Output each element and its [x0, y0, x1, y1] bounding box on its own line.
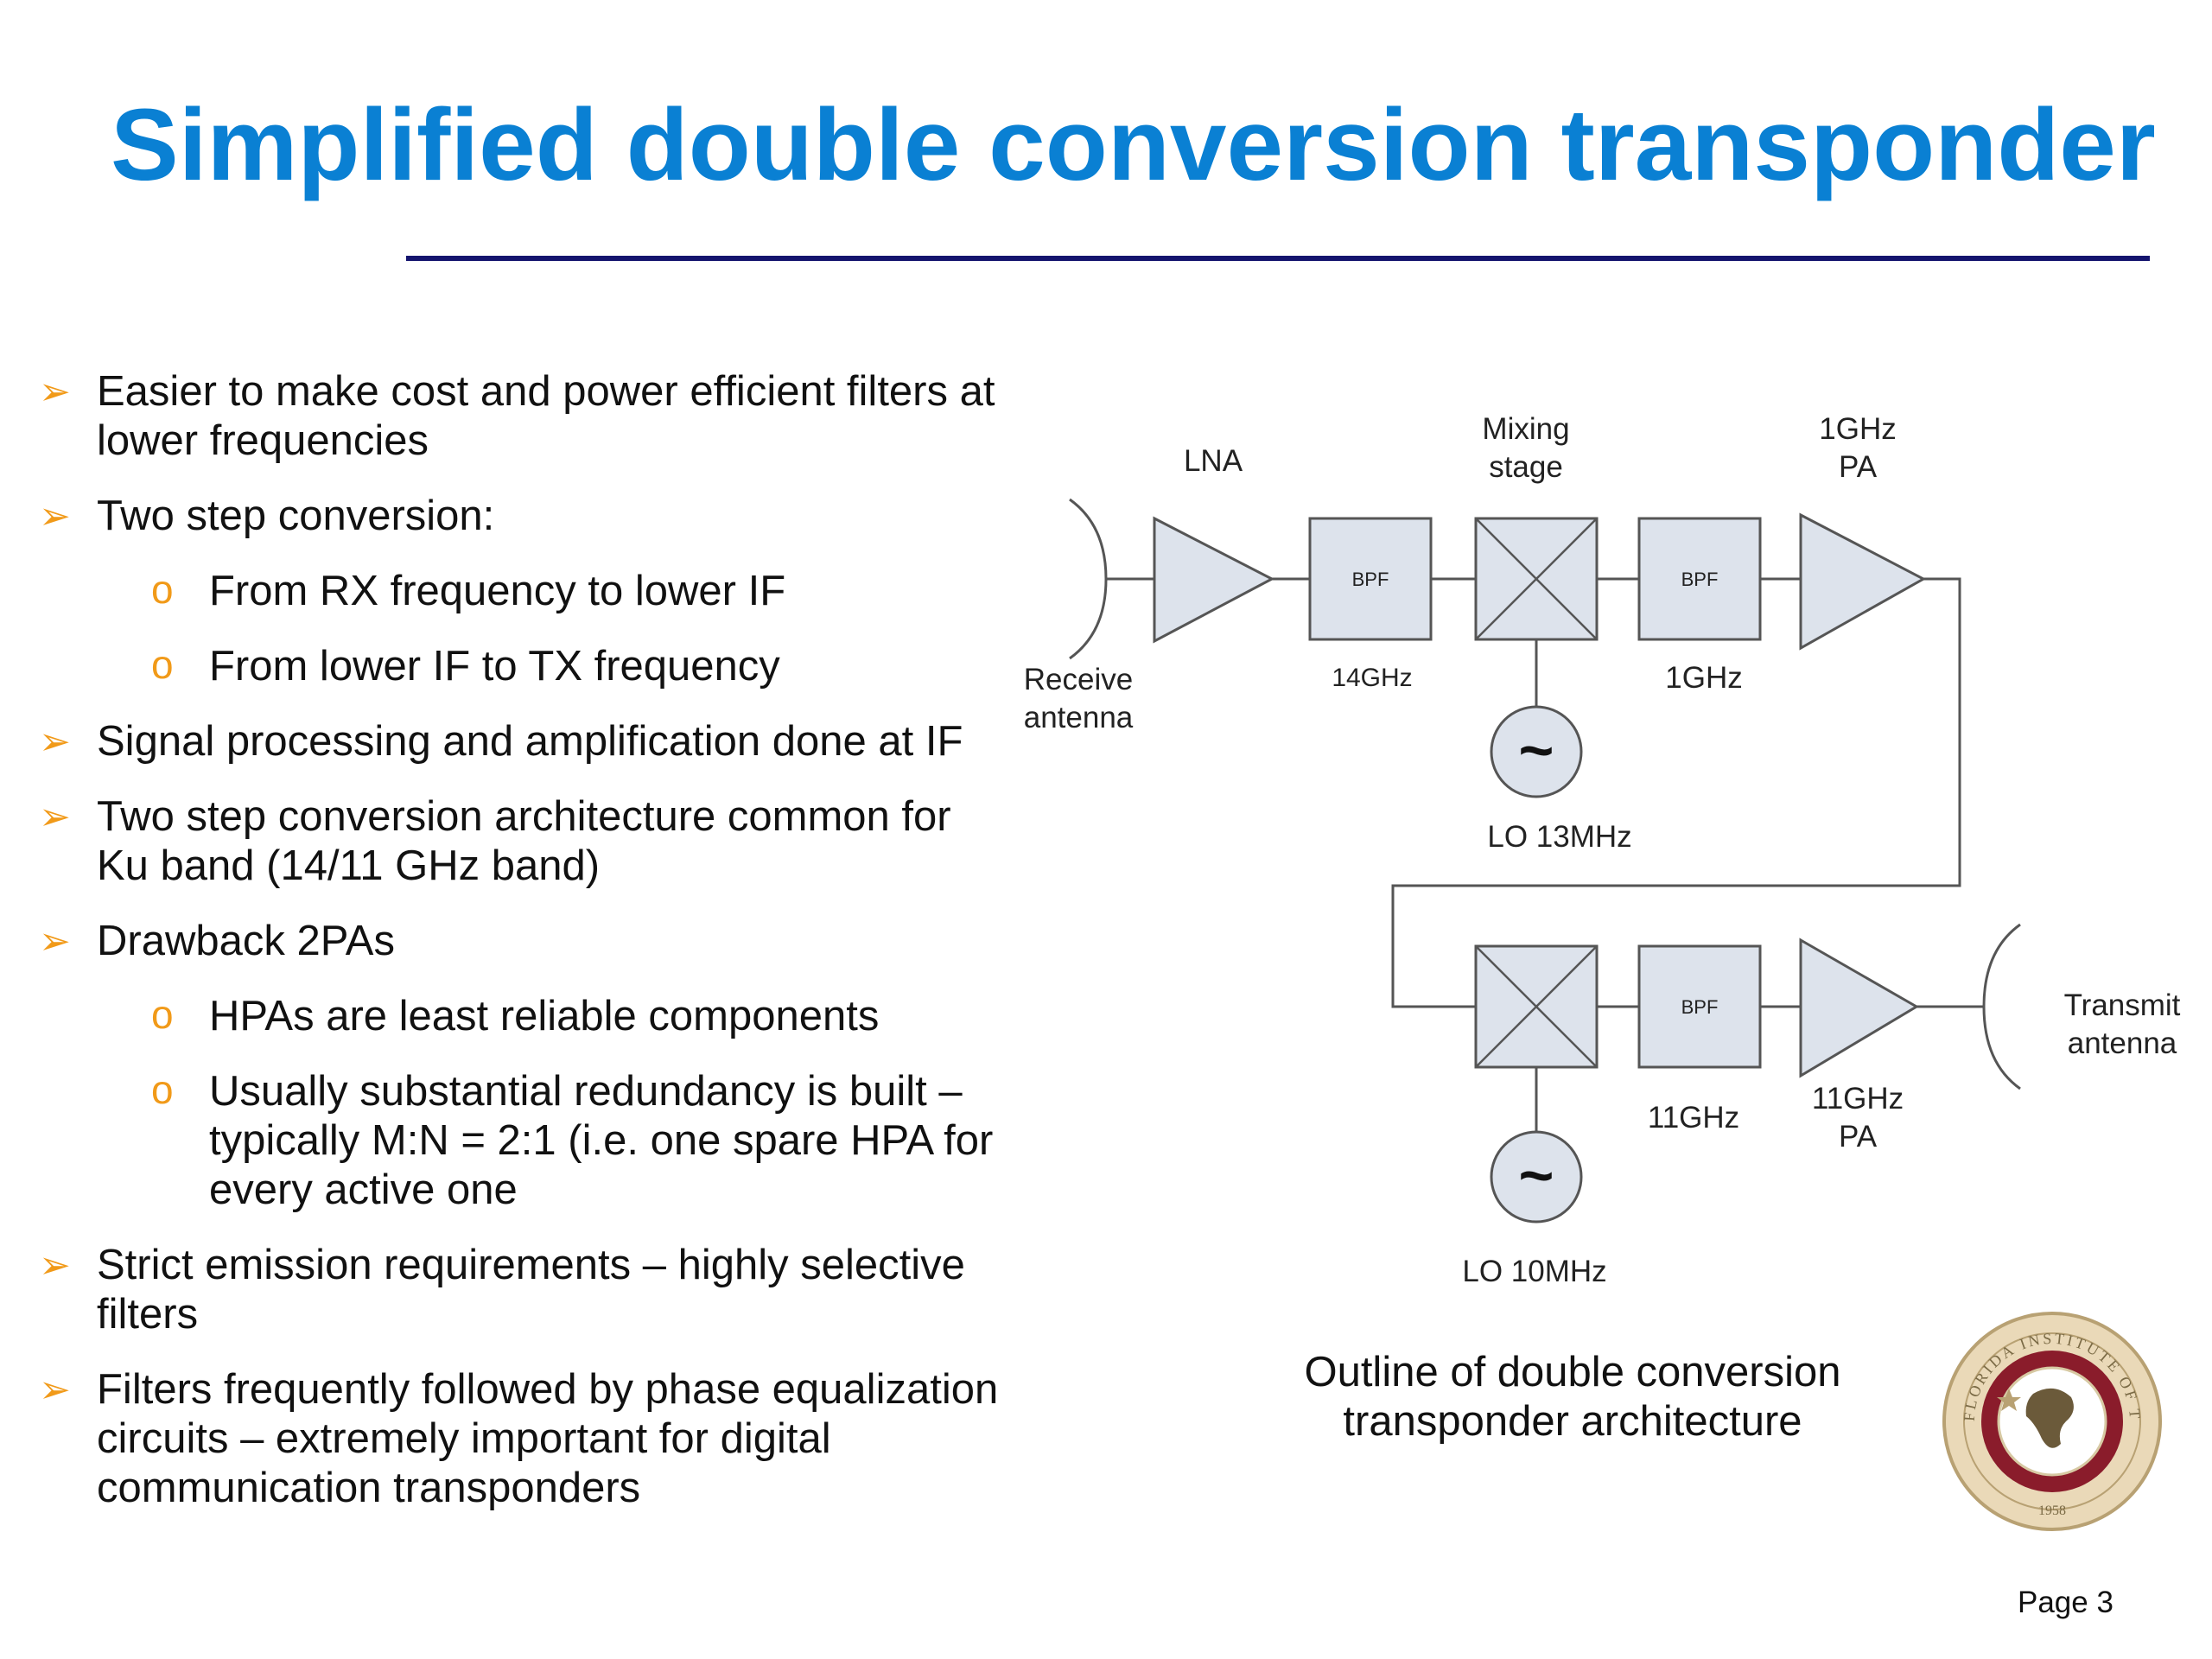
bpf-1ghz-block: [1637, 517, 1762, 641]
arrow-bullet-icon: ➢: [39, 721, 71, 763]
bullet-text: Filters frequently followed by phase equ…: [97, 1366, 999, 1511]
sub-bullet-item: o Usually substantial redundancy is built…: [39, 1067, 1007, 1215]
pa2-label-line-1: 11GHz: [1812, 1082, 1904, 1116]
bpf-14ghz-block: [1308, 517, 1433, 641]
lo-10mhz-label: LO 10MHz: [1462, 1255, 1606, 1288]
freq-14ghz-label: 14GHz: [1332, 664, 1412, 692]
pa1-label-line-1: 1GHz: [1819, 412, 1896, 446]
arrow-bullet-icon: ➢: [39, 1244, 71, 1287]
pa-1ghz-amplifier-icon: [1799, 512, 1927, 651]
arrow-bullet-icon: ➢: [39, 920, 71, 963]
bullet-list: ➢ Easier to make cost and power efficient…: [39, 367, 1007, 1539]
bpf-label: BPF: [1681, 996, 1719, 1018]
receive-antenna-icon: [1069, 498, 1108, 660]
lo-2-symbol: ~: [1519, 1141, 1554, 1209]
mixing-label-line-2: stage: [1489, 450, 1563, 484]
page-number: Page 3: [2018, 1586, 2113, 1619]
pa1-label-line-2: PA: [1839, 450, 1878, 484]
sub-bullet-item: o From RX frequency to lower IF: [39, 567, 1007, 616]
arrow-bullet-icon: ➢: [39, 1369, 71, 1411]
bullet-text: Two step conversion architecture common …: [97, 793, 951, 889]
lna-amplifier-icon: [1153, 516, 1275, 644]
mixing-label-line-1: Mixing: [1482, 412, 1569, 446]
bullet-text: Two step conversion:: [97, 493, 495, 539]
lo-1-symbol: ~: [1519, 716, 1554, 784]
title-underline: [406, 256, 2150, 261]
circle-bullet-icon: o: [151, 1067, 174, 1112]
transmit-label-line-2: antenna: [2068, 1027, 2177, 1060]
circle-bullet-icon: o: [151, 992, 174, 1037]
arrow-bullet-icon: ➢: [39, 495, 71, 537]
arrow-bullet-icon: ➢: [39, 371, 71, 413]
pa-11ghz-amplifier-icon: [1799, 938, 1919, 1078]
bullet-item: ➢ Two step conversion:: [39, 492, 1007, 541]
arrow-bullet-icon: ➢: [39, 796, 71, 838]
bullet-item: ➢ Strict emission requirements – highly s…: [39, 1241, 1007, 1339]
sub-bullet-text: Usually substantial redundancy is built …: [209, 1068, 994, 1213]
sub-bullet-text: From RX frequency to lower IF: [209, 568, 786, 614]
circle-bullet-icon: o: [151, 642, 174, 687]
lna-label: LNA: [1184, 444, 1243, 478]
circle-bullet-icon: o: [151, 567, 174, 612]
transmit-antenna-icon: [1982, 923, 2021, 1090]
bullet-item: ➢ Signal processing and amplification don…: [39, 717, 1007, 766]
university-seal-logo: FLORIDA INSTITUTE OF TECHNOLOGY 1958: [1940, 1309, 2162, 1531]
bullet-text: Drawback 2PAs: [97, 918, 395, 964]
lo-13mhz-label: LO 13MHz: [1487, 820, 1631, 854]
bullet-text: Easier to make cost and power efficient …: [97, 368, 995, 464]
lo-13mhz-oscillator-icon: [1490, 705, 1583, 798]
bullet-text: Signal processing and amplification done…: [97, 718, 963, 765]
bpf-label: BPF: [1681, 569, 1719, 590]
slide-title: Simplified double conversion transponder: [111, 88, 2156, 202]
freq-1ghz-label: 1GHz: [1665, 661, 1742, 695]
transmit-label-line-1: Transmit: [2064, 988, 2181, 1022]
bullet-item: ➢ Drawback 2PAs: [39, 917, 1007, 966]
bullet-item: ➢ Two step conversion architecture common…: [39, 792, 1007, 891]
freq-11ghz-label: 11GHz: [1648, 1101, 1739, 1135]
bullet-item: ➢ Easier to make cost and power efficient…: [39, 367, 1007, 466]
bullet-item: ➢ Filters frequently followed by phase eq…: [39, 1365, 1007, 1513]
sub-bullet-item: o From lower IF to TX frequency: [39, 642, 1007, 691]
transponder-block-diagram: BPF BPF BPF ~ ~ LNA Mixing stage 1GHz PA…: [1024, 412, 2181, 1288]
seal-year: 1958: [2038, 1503, 2066, 1518]
receive-label-line-1: Receive: [1024, 663, 1133, 696]
sub-bullet-item: o HPAs are least reliable components: [39, 992, 1007, 1041]
sub-bullet-text: From lower IF to TX frequency: [209, 643, 780, 690]
bpf-11ghz-block: [1637, 944, 1762, 1069]
diagram-caption: Outline of double conversion transponder…: [1304, 1349, 1841, 1445]
lo-10mhz-oscillator-icon: [1490, 1130, 1583, 1224]
pa2-label-line-2: PA: [1839, 1120, 1878, 1154]
bpf-label: BPF: [1352, 569, 1389, 590]
receive-label-line-2: antenna: [1024, 701, 1134, 734]
bullet-text: Strict emission requirements – highly se…: [97, 1242, 965, 1338]
sub-bullet-text: HPAs are least reliable components: [209, 993, 880, 1039]
